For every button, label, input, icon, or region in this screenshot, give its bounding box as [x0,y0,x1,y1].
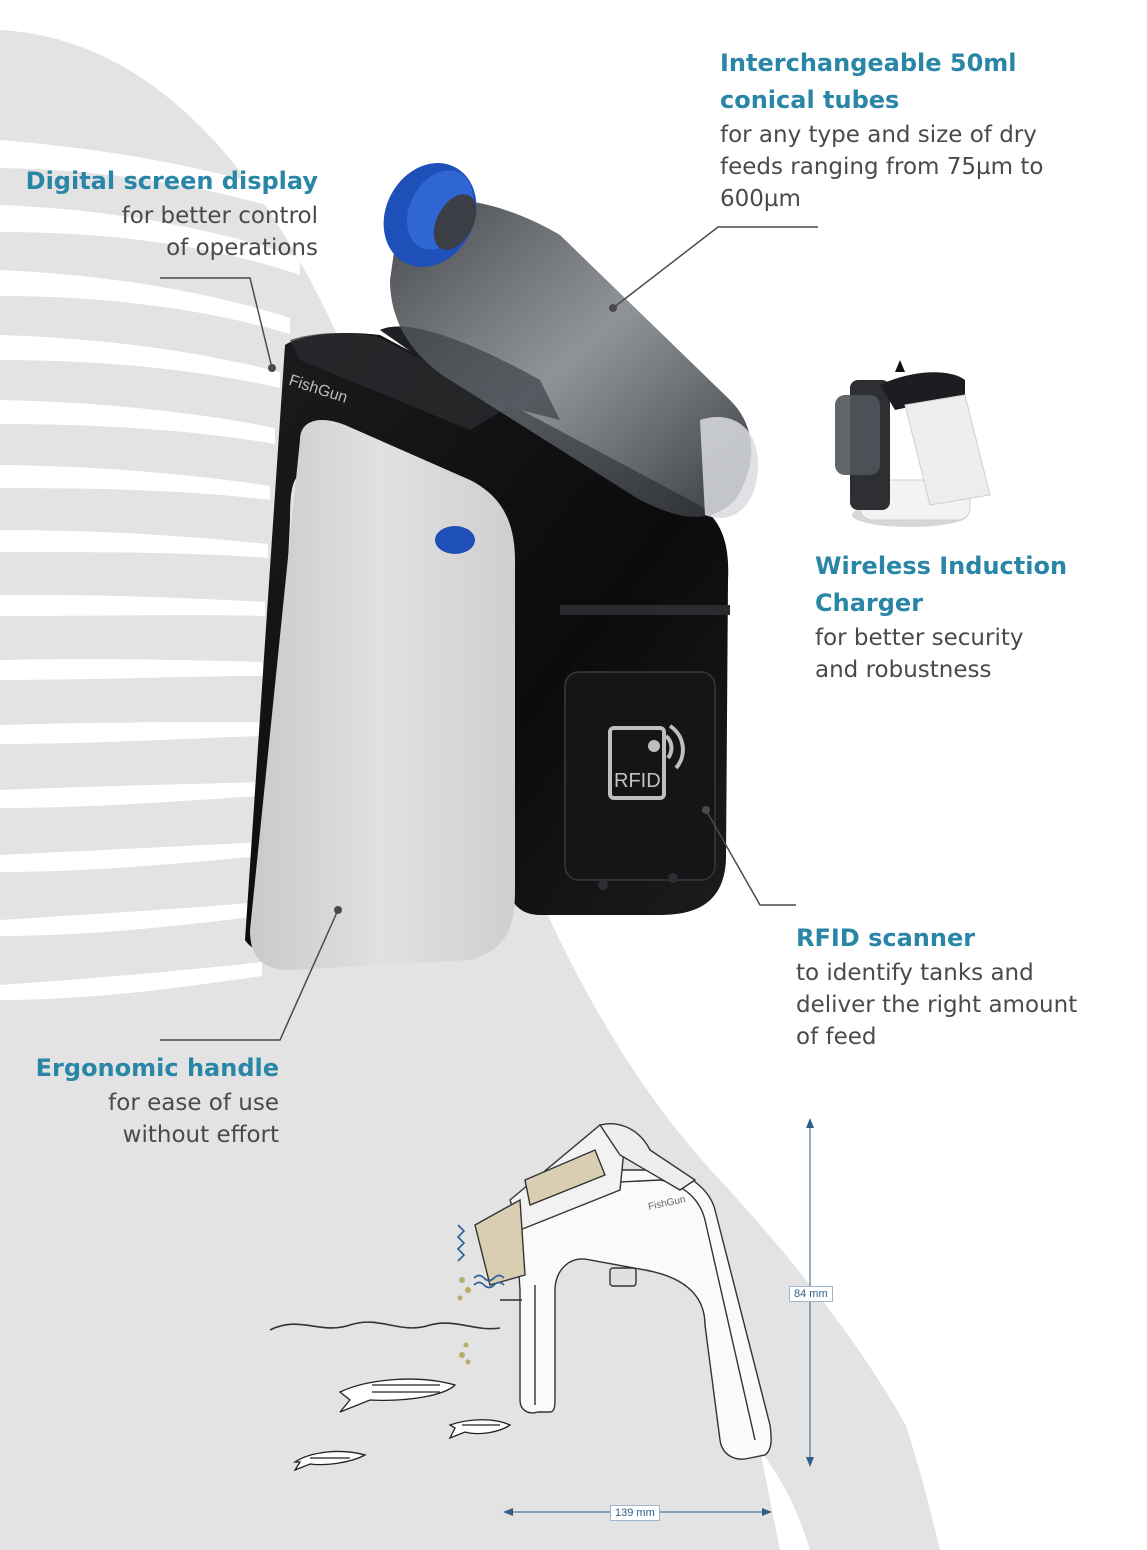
height-dimension-label: 84 mm [789,1286,833,1302]
callout-tubes-desc-1: for any type and size of dry [720,122,1037,148]
callout-handle-desc-2: without effort [122,1122,279,1148]
callout-screen-desc-1: for better control [121,203,318,229]
conical-tube [390,199,752,517]
zebrafish-icons [292,1378,512,1472]
callout-screen-title: Digital screen display [25,167,318,195]
rfid-panel [564,671,716,881]
fishgun-device [245,163,759,970]
callout-rfid-desc-2: deliver the right amount [796,992,1078,1018]
callout-handle-desc-1: for ease of use [108,1090,279,1116]
rfid-badge-label: RFID [614,770,661,792]
callout-tubes-desc-3: 600µm [720,186,801,212]
callout-rfid: RFID scanner to identify tanks and deliv… [796,920,1077,1053]
callout-charger-desc-2: and robustness [815,657,992,683]
callout-handle: Ergonomic handle for ease of use without… [36,1050,279,1151]
rfid-icon [608,724,685,800]
leader-lines [160,226,818,1041]
blue-cap [383,163,477,267]
water-line [269,1321,501,1331]
callout-rfid-title: RFID scanner [796,924,976,952]
callout-charger-title-2: Charger [815,589,924,617]
technical-drawing [474,1123,772,1460]
feed-pellets [457,1277,471,1365]
callout-charger: Wireless Induction Charger for better se… [815,548,1067,686]
callout-rfid-desc-1: to identify tanks and [796,960,1034,986]
width-dimension-label: 139 mm [610,1505,660,1521]
callout-screen: Digital screen display for better contro… [26,163,318,264]
callout-handle-title: Ergonomic handle [35,1054,279,1082]
callout-tubes: Interchangeable 50ml conical tubes for a… [720,45,1043,215]
callout-tubes-title-2: conical tubes [720,86,900,114]
callout-tubes-title-1: Interchangeable 50ml [720,49,1017,77]
splash-icon [456,1224,505,1289]
callout-charger-desc-1: for better security [815,625,1024,651]
callout-charger-title-1: Wireless Induction [815,552,1068,580]
callout-rfid-desc-3: of feed [796,1024,877,1050]
callout-tubes-desc-2: feeds ranging from 75µm to [720,154,1044,180]
charger-image [835,360,991,527]
background-stripes [0,140,320,1000]
callout-screen-desc-2: of operations [166,235,318,261]
